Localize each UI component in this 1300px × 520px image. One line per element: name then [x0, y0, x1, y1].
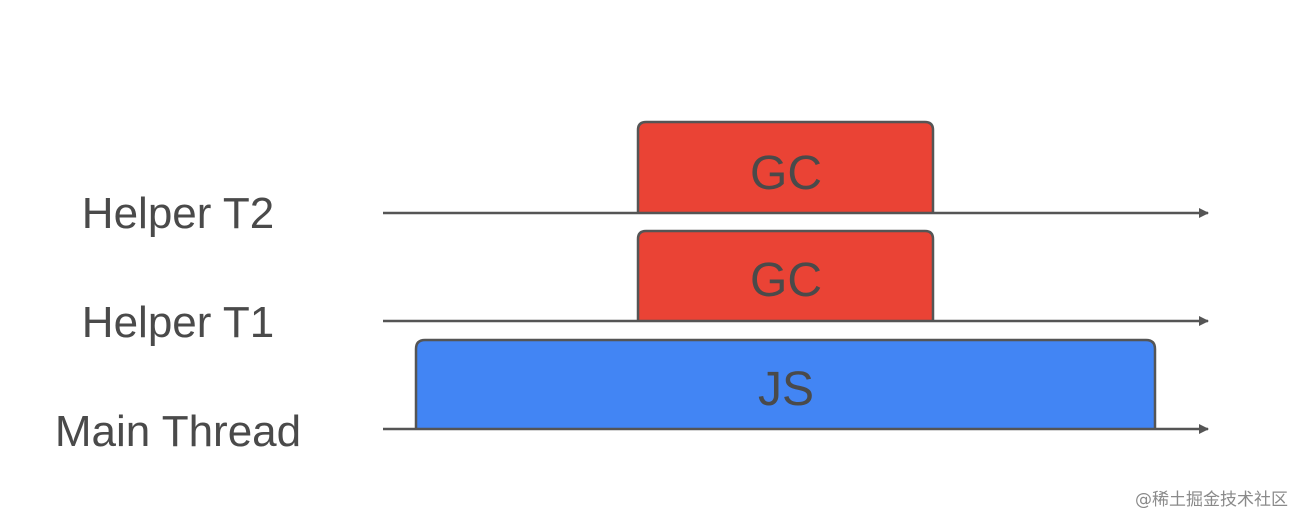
block-gc-t2	[636, 120, 935, 213]
block-gc-t1	[636, 229, 935, 321]
block-js-main	[414, 338, 1157, 429]
lane-label-main-thread: Main Thread	[55, 407, 301, 456]
lane-label-helper-t1: Helper T1	[82, 298, 274, 347]
lane-label-helper-t2: Helper T2	[82, 189, 274, 238]
block-label-gc-t1: GC	[750, 254, 822, 307]
watermark: @稀土掘金技术社区	[1135, 490, 1288, 510]
lane-helper-t1: Helper T1 GC	[82, 229, 1209, 347]
block-label-gc-t2: GC	[750, 147, 822, 200]
lane-main-thread: Main Thread JS	[55, 338, 1209, 456]
block-label-js-main: JS	[758, 363, 814, 416]
lane-helper-t2: Helper T2 GC	[82, 120, 1209, 238]
